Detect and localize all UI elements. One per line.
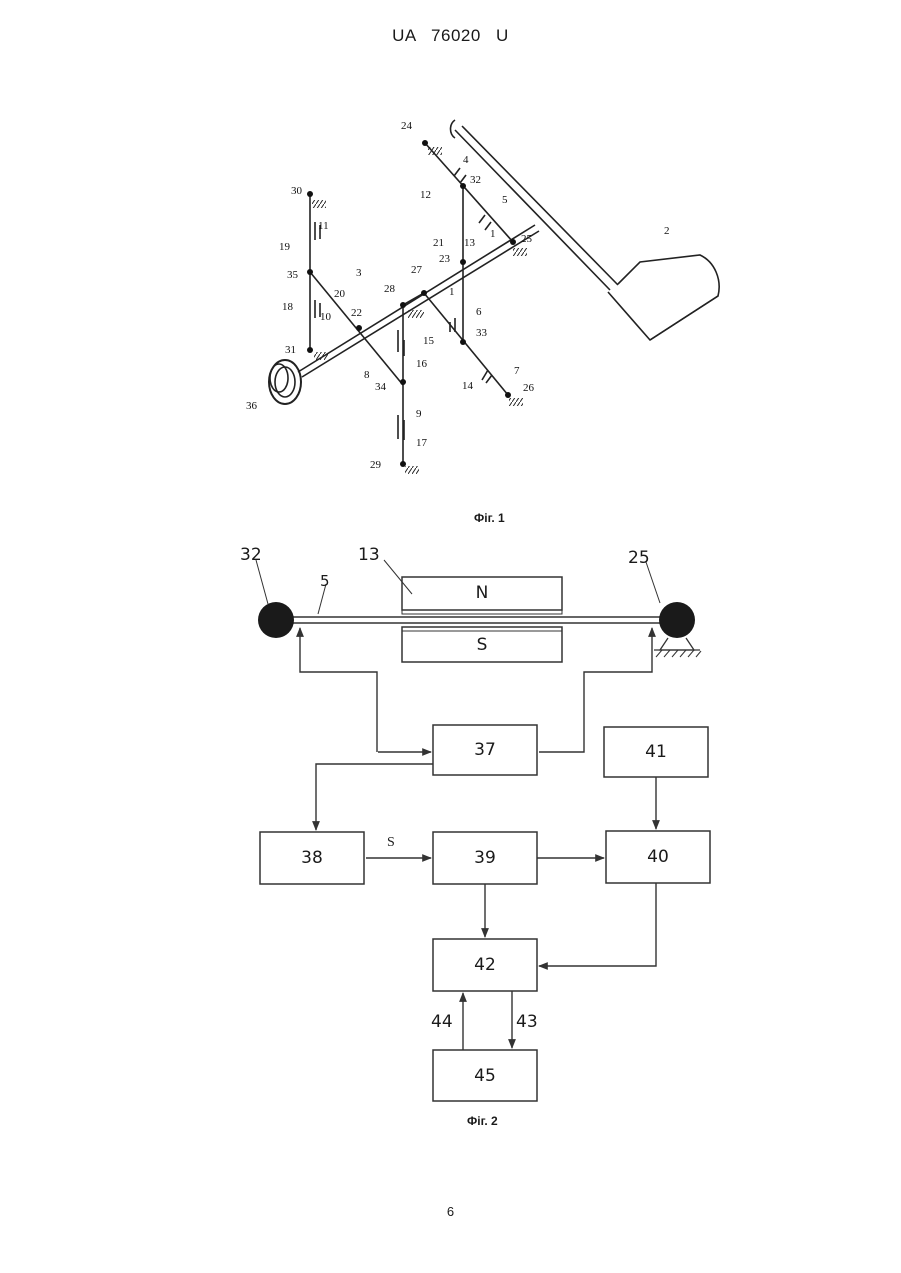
callout-13: 13 — [358, 545, 380, 565]
fig1-label: 33 — [476, 327, 488, 339]
figure2-caption: Фіг. 2 — [467, 1114, 498, 1128]
fig1-label: 11 — [318, 220, 329, 232]
fig1-label: 9 — [416, 408, 422, 420]
fig1-label: 22 — [351, 307, 362, 319]
fig1-label: 20 — [334, 288, 346, 300]
block-41-label: 41 — [604, 742, 708, 762]
fig1-label: 30 — [291, 185, 303, 197]
block-39-label: 39 — [433, 848, 537, 868]
signal-s-label: S — [387, 835, 395, 851]
block-45-label: 45 — [433, 1066, 537, 1086]
block-40-label: 40 — [606, 847, 710, 867]
fig1-label: 3 — [356, 267, 362, 279]
fig1-label: 5 — [502, 194, 508, 206]
fig1-label: 8 — [364, 369, 370, 381]
fig1-label: 2 — [664, 225, 670, 237]
callout-5: 5 — [320, 572, 330, 590]
block-37-label: 37 — [433, 740, 537, 760]
fig1-label: 16 — [416, 358, 428, 370]
fig1-label: 23 — [439, 253, 451, 265]
fig1-label: 36 — [246, 400, 258, 412]
fig1-label: 24 — [401, 120, 413, 132]
fig1-label: 21 — [433, 237, 444, 249]
fig1-label: 1 — [490, 228, 496, 240]
node-25-ball — [659, 602, 695, 638]
figure1-joints — [307, 140, 516, 467]
arrow-44-label: 44 — [431, 1012, 453, 1032]
callout-32: 32 — [240, 545, 262, 565]
fig1-label: 27 — [411, 264, 423, 276]
fig1-label: 4 — [463, 154, 469, 166]
fig1-label: 25 — [521, 233, 533, 245]
fig1-label: 13 — [464, 237, 476, 249]
fig1-label: 28 — [384, 283, 396, 295]
fig1-label: 29 — [370, 459, 382, 471]
fig1-label: 15 — [423, 335, 435, 347]
fig1-label: 31 — [285, 344, 296, 356]
fig1-label: 32 — [470, 174, 481, 186]
fig1-label: 19 — [279, 241, 291, 253]
fig1-label: 18 — [282, 301, 294, 313]
fig1-label: 26 — [523, 382, 535, 394]
magnet-south-label: S — [402, 635, 562, 655]
page-number: 6 — [0, 1204, 901, 1219]
fig1-label: 34 — [375, 381, 387, 393]
figure1-caption: Фіг. 1 — [474, 511, 505, 525]
block-38-label: 38 — [260, 848, 364, 868]
fig1-label: 12 — [420, 189, 431, 201]
fig1-label: 14 — [462, 380, 474, 392]
fig1-label: 17 — [416, 437, 428, 449]
fig1-label: 10 — [320, 311, 332, 323]
arrow-43-label: 43 — [516, 1012, 538, 1032]
magnet-north-label: N — [402, 583, 562, 603]
fig1-label: 1 — [449, 286, 455, 298]
block-42-label: 42 — [433, 955, 537, 975]
fig1-label: 35 — [287, 269, 299, 281]
fig1-label: 6 — [476, 306, 482, 318]
fig1-label: 7 — [514, 365, 520, 377]
node-32-ball — [258, 602, 294, 638]
callout-25: 25 — [628, 548, 650, 568]
